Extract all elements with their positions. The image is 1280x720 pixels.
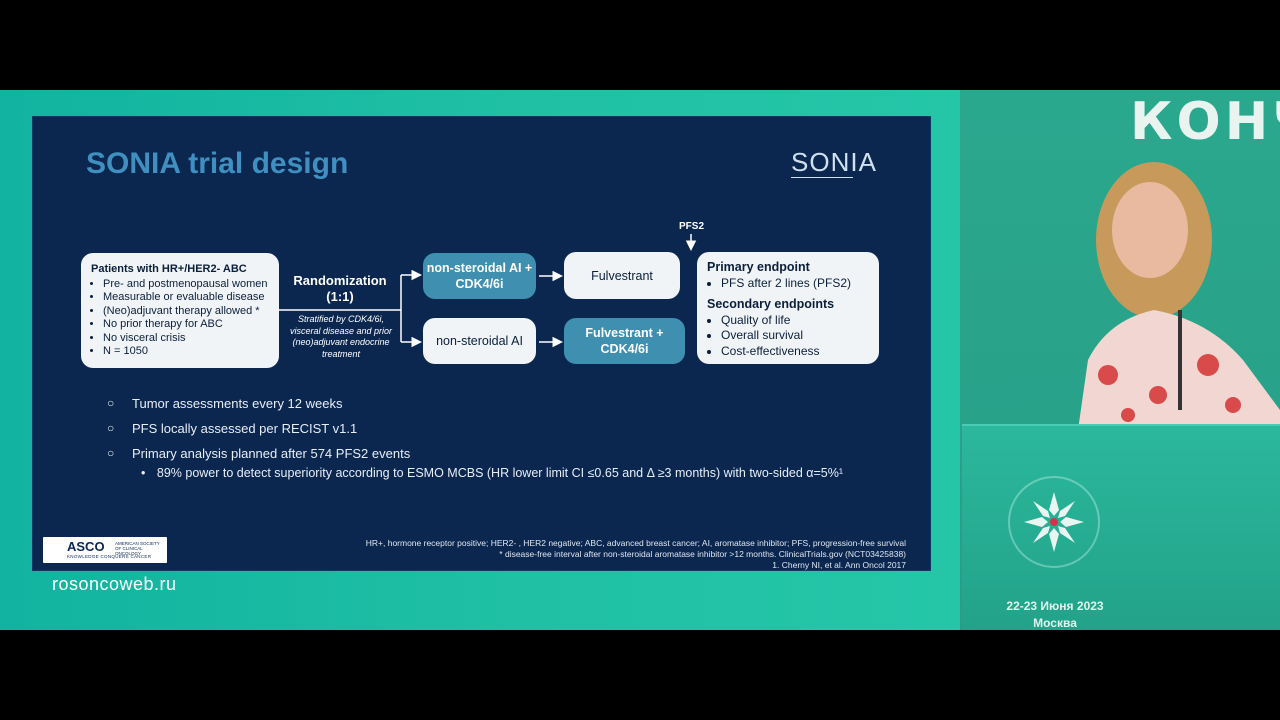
event-city: Москва (1033, 616, 1077, 630)
pfs2-label: PFS2 (679, 221, 705, 232)
secondary-endpoint-list: Quality of life Overall survival Cost-ef… (707, 313, 869, 360)
arm1-second-line: Fulvestrant (564, 252, 680, 299)
website-watermark: rosoncoweb.ru (52, 574, 177, 594)
list-item: No visceral crisis (103, 332, 269, 346)
footnotes: HR+, hormone receptor positive; HER2- , … (366, 538, 906, 571)
sonia-logo: SONIA (791, 147, 877, 177)
secondary-endpoint-heading: Secondary endpoints (707, 297, 835, 311)
arm1-first-line: non-steroidal AI + CDK4/6i (423, 253, 536, 299)
endpoints-box: Primary endpoint PFS after 2 lines (PFS2… (697, 252, 879, 364)
circle-bullet-icon: ○ (107, 446, 115, 460)
footnote-line: 1. Cherny NI, et al. Ann Oncol 2017 (772, 560, 906, 570)
flow-arrows (279, 234, 697, 348)
patients-heading: Patients with HR+/HER2- ABC (91, 263, 247, 275)
patients-list: Pre- and postmenopausal women Measurable… (91, 278, 269, 359)
arm2-second-line: Fulvestrant + CDK4/6i (564, 318, 685, 364)
dot-bullet-icon: • (141, 466, 146, 480)
circle-bullet-icon: ○ (107, 421, 115, 435)
stage-banner: КОНЧ (1130, 92, 1280, 152)
list-item: Measurable or evaluable disease (103, 291, 269, 305)
list-item: Overall survival (721, 328, 869, 344)
asco-logo: ASCO AMERICAN SOCIETY OF CLINICAL ONCOLO… (43, 537, 167, 563)
list-item: (Neo)adjuvant therapy allowed * (103, 305, 269, 319)
patients-box: Patients with HR+/HER2- ABC Pre- and pos… (81, 253, 279, 368)
list-item: Cost-effectiveness (721, 344, 869, 360)
list-item: Quality of life (721, 313, 869, 329)
list-item: PFS after 2 lines (PFS2) (721, 276, 869, 292)
podium-dates: 22-23 Июня 2023 Москва (990, 598, 1120, 630)
presentation-slide: SONIA trial design SONIA Patients with H… (32, 116, 931, 571)
speaker-figure (1078, 162, 1280, 430)
footnote-line: HR+, hormone receptor positive; HER2- , … (365, 538, 906, 548)
sub-bullet: • 89% power to detect superiority accord… (141, 466, 844, 480)
arm2-first-line: non-steroidal AI (423, 318, 536, 364)
video-frame: КОНЧ 22-23 Июня 2023 (0, 90, 1280, 630)
circle-bullet-icon: ○ (107, 396, 115, 410)
stratification-note: Stratified by CDK4/6i, visceral disease … (289, 314, 393, 359)
list-item: Pre- and postmenopausal women (103, 278, 269, 292)
sonia-logo-underline (791, 177, 853, 178)
slide-title: SONIA trial design (86, 147, 349, 180)
randomization-label: Randomization (1:1) (293, 273, 387, 304)
list-item: No prior therapy for ABC (103, 318, 269, 332)
footnote-line: * disease-free interval after non-steroi… (499, 549, 906, 559)
primary-endpoint-heading: Primary endpoint (707, 260, 810, 274)
podium-logo (1008, 476, 1100, 568)
event-dates: 22-23 Июня 2023 (1006, 599, 1104, 613)
snowflake-icon (1024, 492, 1084, 552)
list-item: N = 1050 (103, 345, 269, 359)
primary-endpoint-list: PFS after 2 lines (PFS2) (707, 276, 869, 292)
